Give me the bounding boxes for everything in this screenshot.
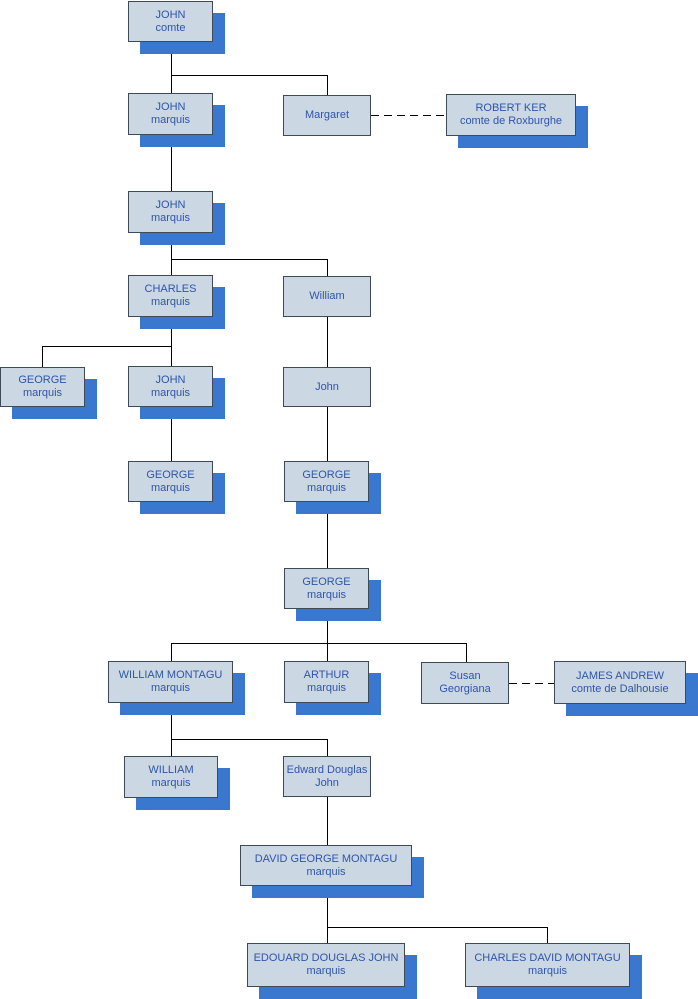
person-box-margaret: Margaret <box>283 95 371 136</box>
connector-john-comte <box>171 42 328 95</box>
person-name: Susan <box>449 670 481 682</box>
person-title: comte de Dalhousie <box>571 682 669 695</box>
person-title: marquis <box>306 588 347 601</box>
person-name: WILLIAM MONTAGU <box>118 669 223 681</box>
person-name: JOHN <box>155 8 186 21</box>
person-box-william-1: William <box>283 276 371 317</box>
person-name: DAVID GEORGE MONTAGU <box>254 852 398 865</box>
person-name: CHARLES <box>144 283 197 295</box>
person-name: Edward Douglas <box>286 763 368 776</box>
person-title: marquis <box>22 387 63 399</box>
person-name: JOHN <box>155 101 186 113</box>
person-title: marquis <box>150 682 191 694</box>
person-title: marquis <box>150 114 191 126</box>
person-name: WILLIAM <box>148 764 194 776</box>
person-title: marquis <box>306 965 346 977</box>
person-title: comte de Roxburghe <box>459 115 563 127</box>
person-name: GEORGE <box>302 468 351 481</box>
person-title: marquis <box>150 296 191 308</box>
person-box-john-plain: John <box>283 367 371 407</box>
person-name: JOHN <box>155 199 186 211</box>
person-name: CHARLES DAVID MONTAGU <box>474 952 621 964</box>
person-name: ROBERT KER <box>475 102 547 114</box>
person-title: marquis <box>150 386 191 399</box>
person-title: marquis <box>306 865 346 878</box>
person-title: Georgiana <box>439 683 491 695</box>
connector-william-montagu <box>171 703 328 756</box>
person-title: John <box>315 776 339 789</box>
person-name: GEORGE <box>146 468 195 481</box>
person-name: Margaret <box>304 109 350 121</box>
connector-david-george <box>327 886 548 943</box>
person-title: marquis <box>306 682 347 694</box>
person-title: comte <box>155 21 186 34</box>
person-name: John <box>315 380 339 393</box>
person-name: EDOUARD DOUGLAS JOHN <box>253 952 399 964</box>
person-title: marquis <box>527 965 568 977</box>
person-name: GEORGE <box>302 575 351 588</box>
connector-john-marquis-2 <box>171 233 328 276</box>
person-name: William <box>309 290 345 302</box>
person-title: marquis <box>151 777 191 789</box>
person-name: JOHN <box>155 373 186 386</box>
person-name: JAMES ANDREW <box>575 669 664 682</box>
connector-charles <box>42 317 172 367</box>
person-title: marquis <box>150 212 191 224</box>
person-title: marquis <box>150 481 191 494</box>
person-title: marquis <box>306 481 347 494</box>
person-name: ARTHUR <box>303 669 350 681</box>
connector-george-4 <box>171 609 467 662</box>
person-name: GEORGE <box>18 374 67 386</box>
